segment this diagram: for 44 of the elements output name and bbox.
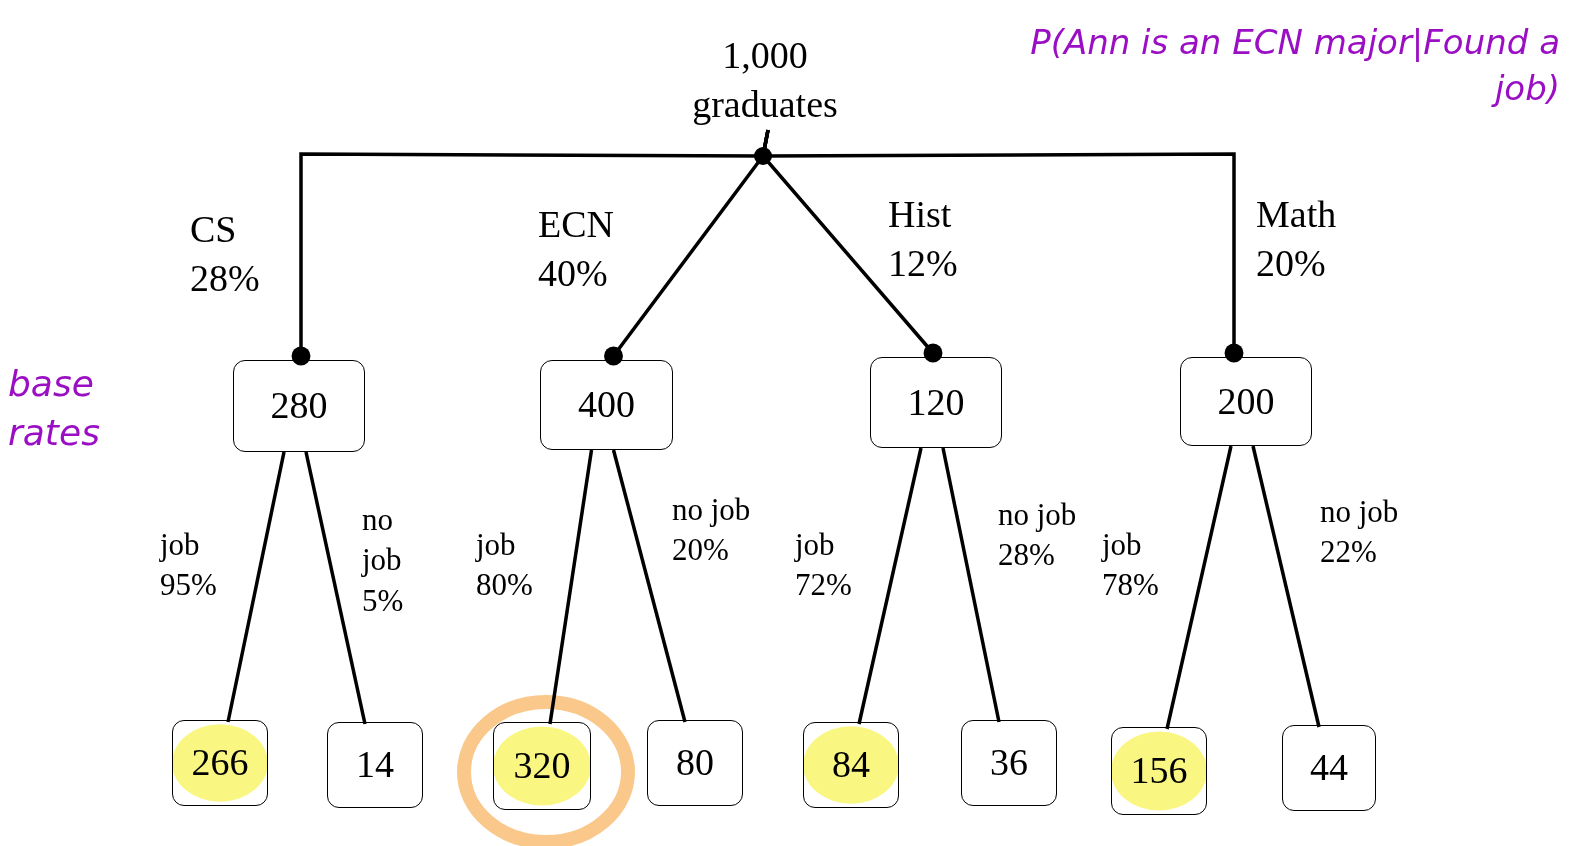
branch-connector [760, 129, 1244, 363]
edge-label: job 72% [795, 526, 853, 605]
count-box [1180, 357, 1312, 446]
edge-label: job 95% [160, 526, 218, 605]
count-text: 14 [356, 742, 394, 788]
count-box [870, 357, 1002, 448]
branch-line [226, 451, 286, 723]
count-box [647, 720, 743, 806]
branch-line [1165, 445, 1233, 730]
count-text: 84 [832, 742, 870, 788]
branch-line [857, 447, 923, 725]
count-text: 44 [1310, 745, 1348, 791]
edge-label: Hist 12% [888, 192, 959, 287]
count-text: 400 [578, 382, 635, 428]
count-text: 156 [1130, 748, 1188, 794]
handwritten-note: P(Ann is an ECN major|Found a job) [1029, 21, 1560, 110]
edge-label: job 78% [1102, 526, 1160, 605]
branch-line [611, 449, 687, 723]
count-text: 36 [990, 740, 1028, 786]
count-text: 266 [191, 740, 249, 786]
edge-label: no job 5% [362, 501, 405, 620]
edge-label: Math 20% [1256, 192, 1338, 287]
edge-label: job 80% [476, 526, 534, 605]
edge-label: no job 28% [998, 496, 1078, 575]
count-box [327, 722, 423, 808]
edge-label: no job 20% [672, 491, 752, 570]
branch-line [941, 447, 1001, 723]
count-box [233, 360, 365, 452]
handwritten-note: base rates [8, 362, 101, 455]
branch-line [304, 451, 367, 725]
count-box [540, 360, 673, 450]
count-text: 120 [907, 379, 965, 425]
count-text: 80 [676, 740, 714, 786]
edge-label: ECN 40% [538, 202, 615, 297]
count-box [961, 720, 1057, 806]
branch-line [548, 449, 594, 725]
count-text: 1,000 graduates [691, 32, 839, 127]
branch-line [1251, 445, 1321, 728]
count-box [1282, 725, 1376, 811]
count-text: 280 [270, 383, 328, 429]
count-text: 320 [513, 743, 571, 789]
edge-label: no job 22% [1320, 493, 1400, 572]
count-text: 200 [1217, 378, 1275, 424]
edge-label: CS 28% [190, 207, 261, 302]
